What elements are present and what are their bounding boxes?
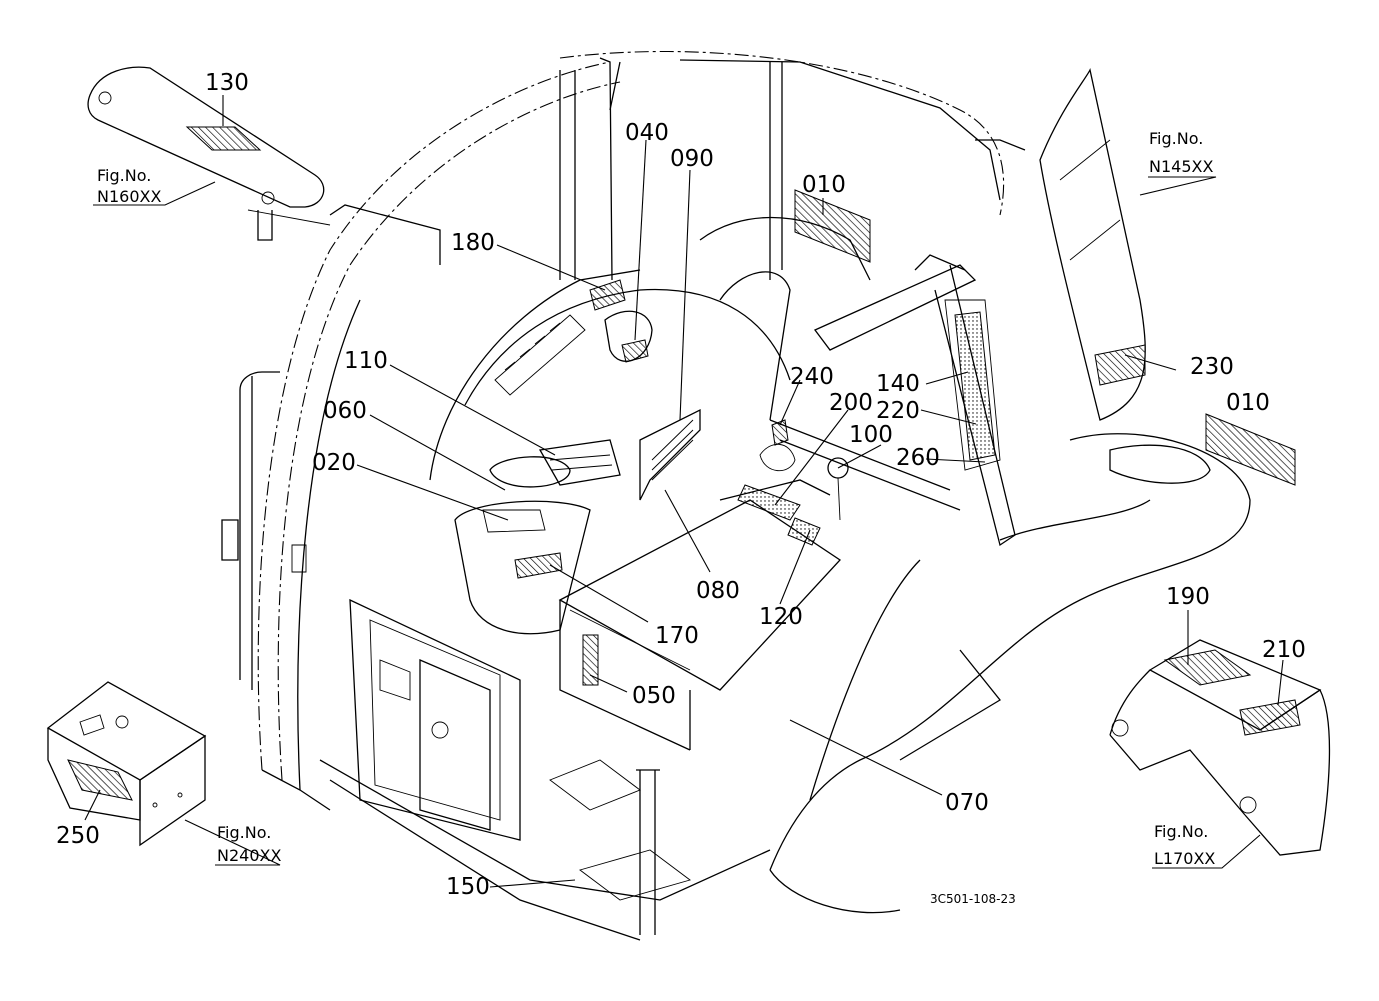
part-label-070: 070 [945, 790, 989, 816]
fig-ref-number: L170XX [1154, 849, 1215, 868]
decal-250 [67, 759, 133, 801]
decal-230 [1094, 344, 1146, 386]
decal-190 [1163, 649, 1252, 686]
part-label-140: 140 [876, 371, 920, 397]
part-label-180: 180 [451, 230, 495, 256]
cabin-frame-drawing [46, 50, 1331, 941]
part-label-010-fender: 010 [1226, 390, 1270, 416]
part-number-labels: 130 040 090 010 180 110 240 140 200 060 … [56, 70, 1306, 900]
part-label-250: 250 [56, 823, 100, 849]
decal-200 [737, 484, 801, 521]
part-label-130: 130 [205, 70, 249, 96]
drawing-code: 3C501-108-23 [930, 892, 1016, 906]
decal-210 [1239, 699, 1301, 736]
part-label-010-cab: 010 [802, 172, 846, 198]
part-label-170: 170 [655, 623, 699, 649]
decal-140-220-260 [954, 311, 996, 461]
decal-areas [67, 126, 1301, 801]
part-label-110: 110 [344, 348, 388, 374]
part-label-040: 040 [625, 120, 669, 146]
fig-ref-caption: Fig.No. [217, 823, 271, 842]
part-label-100: 100 [849, 422, 893, 448]
part-label-060: 060 [323, 398, 367, 424]
fig-ref-caption: Fig.No. [1149, 129, 1203, 148]
part-label-020: 020 [312, 450, 356, 476]
part-label-260: 260 [896, 445, 940, 471]
part-label-190: 190 [1166, 584, 1210, 610]
part-label-240: 240 [790, 364, 834, 390]
fig-ref-caption: Fig.No. [97, 166, 151, 185]
decal-010-fender [1205, 413, 1296, 486]
fig-ref-number: N240XX [217, 846, 281, 865]
decal-170 [514, 552, 563, 579]
decal-120 [787, 517, 821, 546]
fig-ref-number: N160XX [97, 187, 161, 206]
part-label-200: 200 [829, 390, 873, 416]
part-label-220: 220 [876, 398, 920, 424]
part-label-050: 050 [632, 683, 676, 709]
decal-050 [582, 634, 599, 686]
part-label-120: 120 [759, 604, 803, 630]
part-label-210: 210 [1262, 637, 1306, 663]
decal-130 [185, 126, 262, 151]
figure-references: Fig.No. N160XX Fig.No. N145XX Fig.No. N2… [97, 129, 1215, 868]
part-label-080: 080 [696, 578, 740, 604]
part-label-090: 090 [670, 146, 714, 172]
decal-010-cab [794, 189, 871, 263]
fig-ref-caption: Fig.No. [1154, 822, 1208, 841]
part-label-150: 150 [446, 874, 490, 900]
fig-ref-number: N145XX [1149, 157, 1213, 176]
decal-240 [771, 419, 789, 446]
decal-180 [589, 279, 626, 311]
part-label-230: 230 [1190, 354, 1234, 380]
decal-040 [621, 339, 649, 363]
